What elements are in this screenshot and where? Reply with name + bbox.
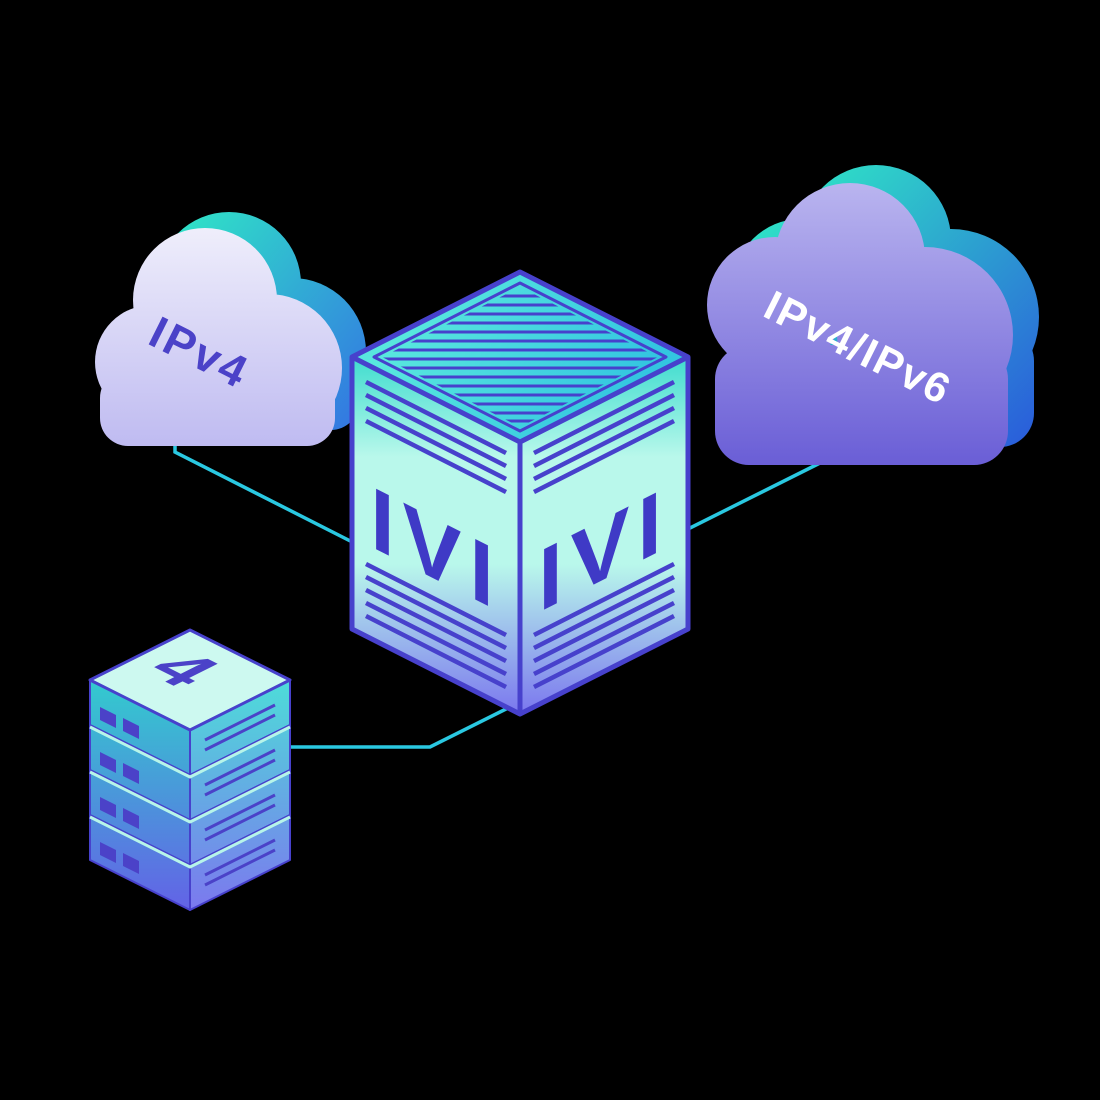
- cube-left-face: [352, 357, 520, 714]
- ipv4-cloud: IPv4: [95, 212, 366, 446]
- server-stack-slabs: [89, 679, 291, 911]
- ipv4-ipv6-cloud-body: [707, 183, 1013, 465]
- connector-stack-to-cube: [290, 698, 525, 749]
- server-stack-separators: [89, 725, 291, 869]
- cube-edges: [349, 269, 691, 717]
- ipv4-ipv6-cloud: IPv4/IPv6: [707, 165, 1039, 465]
- cube-top-hatch: [382, 294, 658, 423]
- server-stack: 4: [88, 628, 292, 911]
- cube-top-inner-border: [372, 281, 668, 433]
- server-stack-slots: [204, 703, 276, 887]
- cube-left-face-stripes: [364, 379, 508, 690]
- cube-right-face: [520, 357, 688, 714]
- ipv4-cloud-body: [95, 228, 342, 446]
- cube-right-face-stripes: [532, 379, 676, 690]
- server-stack-vents: [100, 707, 139, 874]
- ivi-cube: IVI IVI: [349, 269, 691, 717]
- server-stack-top-face: [88, 628, 292, 732]
